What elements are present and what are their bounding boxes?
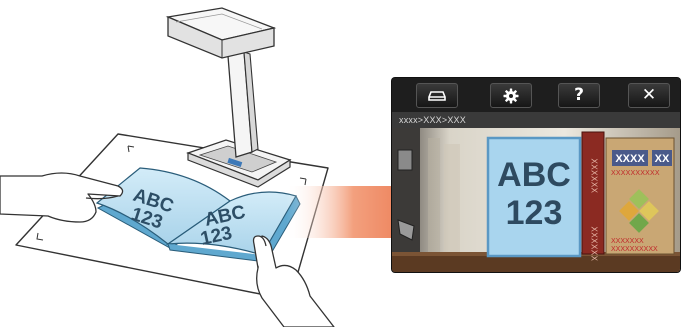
selected-book-text[interactable]: ABC 123 [488, 144, 580, 254]
settings-button[interactable] [490, 83, 532, 108]
tan-book-title-b: XX [652, 153, 672, 165]
screen-panel: ? ✕ xxxx>XXX>XXX [392, 78, 680, 272]
tan-book-footer-2: XXXXXXXXXX [611, 246, 675, 253]
close-icon: ✕ [642, 87, 656, 104]
question-icon: ? [574, 87, 584, 104]
toolbar: ? ✕ [392, 78, 680, 112]
red-spine-text-bottom: XXXXXX [590, 227, 599, 263]
tan-book-title-a-visible: XXXX [613, 153, 647, 165]
book-title-line1: ABC [488, 156, 580, 194]
tan-book-footer-1: XXXXXXX [611, 238, 675, 245]
tan-book-subtitle: XXXXXXXXXX [611, 170, 675, 177]
book-title-line2: 123 [488, 194, 580, 232]
help-button[interactable]: ? [558, 83, 600, 108]
scanner-tray-icon [428, 91, 446, 101]
red-spine-text: XXXXXX [590, 159, 599, 195]
breadcrumb: xxxx>XXX>XXX [392, 112, 680, 128]
scan-tray-button[interactable] [416, 83, 458, 108]
gear-icon [503, 88, 519, 104]
close-button[interactable]: ✕ [628, 83, 670, 108]
